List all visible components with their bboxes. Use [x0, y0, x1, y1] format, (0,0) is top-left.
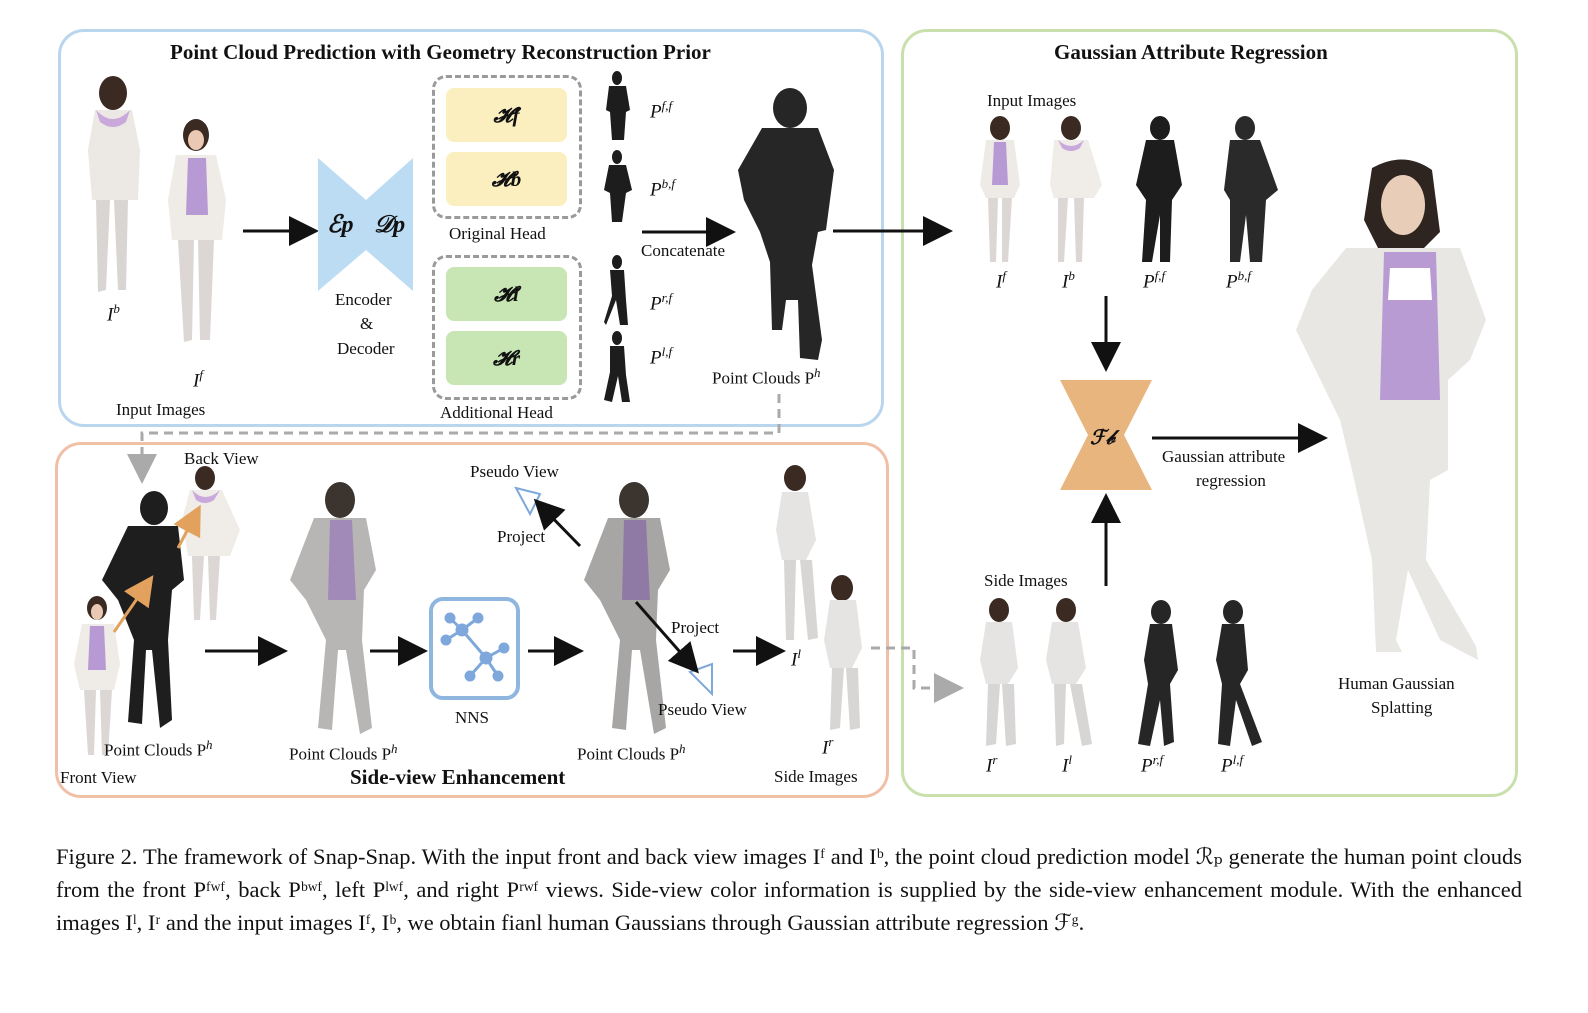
label-pseudo-view-bottom: Pseudo View [658, 700, 747, 719]
figure-caption: Figure 2. The framework of Snap-Snap. Wi… [56, 844, 1522, 935]
pc-thumb-left [604, 331, 630, 402]
label-human-gaussian: Human Gaussian [1338, 674, 1455, 693]
symbol-ir-bottom: Ir [822, 734, 834, 759]
right-input-if [980, 116, 1020, 262]
label-decoder: Decoder [337, 339, 395, 358]
right-side-il [1046, 598, 1092, 746]
right-input-pbf [1224, 116, 1278, 262]
label-project-top: Project [497, 527, 546, 546]
label-side-images-bottom: Side Images [774, 767, 858, 786]
back-view-person [182, 466, 240, 620]
title-side-view-enhancement: Side-view Enhancement [350, 765, 566, 789]
pseudo-view-cone-top [514, 486, 542, 517]
human-gaussian-output [1296, 159, 1486, 660]
right-input-ib [1050, 116, 1102, 262]
symbol-pff: Pf,f [650, 98, 673, 123]
panel-side-view-enhancement [55, 442, 889, 798]
symbol-right-plf: Pl,f [1221, 752, 1244, 777]
panel-point-cloud-prediction [58, 29, 884, 427]
label-point-clouds-ph-2: Point Clouds Ph [289, 741, 398, 764]
label-point-clouds-ph-1: Point Clouds Ph [104, 737, 213, 760]
label-pseudo-view-top: Pseudo View [470, 462, 559, 481]
symbol-right-pff: Pf,f [1143, 268, 1166, 293]
symbol-right-prf: Pr,f [1141, 752, 1164, 777]
pc-thumb-front [606, 71, 630, 140]
label-original-head: Original Head [449, 224, 546, 243]
head-hb: 𝓗b [446, 152, 567, 206]
label-ampersand: & [360, 314, 374, 333]
side-image-il [776, 465, 818, 640]
symbol-right-ir: Ir [986, 752, 998, 777]
point-cloud-ph-bottom-1 [102, 491, 184, 728]
additional-head-group [432, 255, 582, 400]
original-head-group [432, 75, 582, 219]
symbol-if: If [193, 367, 203, 392]
fg-regression-block [1060, 380, 1152, 490]
label-encoder: Encoder [335, 290, 392, 309]
head-hf: 𝓗f [446, 88, 567, 142]
nns-graph-icon [440, 612, 510, 682]
right-side-prf [1138, 600, 1178, 746]
front-view-person [74, 596, 120, 755]
label-side-images-right: Side Images [984, 571, 1068, 590]
input-image-back-person [88, 76, 140, 292]
symbol-fg: ℱ𝒷 [1090, 427, 1115, 449]
input-image-front-person [168, 119, 226, 342]
symbol-right-if: If [996, 268, 1006, 293]
symbol-right-ib: Ib [1062, 268, 1075, 293]
label-project-bottom: Project [671, 618, 720, 637]
symbol-prf: Pr,f [650, 290, 673, 315]
point-cloud-ph-bottom-2 [290, 482, 376, 734]
encoder-decoder-block [318, 158, 413, 291]
symbol-plf: Pl,f [650, 344, 673, 369]
pseudo-view-cone-bottom [688, 662, 713, 697]
pc-thumb-back [604, 150, 632, 222]
right-side-plf [1216, 600, 1262, 746]
title-point-cloud-prediction: Point Cloud Prediction with Geometry Rec… [170, 40, 711, 64]
label-nns: NNS [455, 708, 490, 727]
label-input-images-right: Input Images [987, 91, 1077, 110]
side-image-ir [824, 575, 862, 730]
point-cloud-ph-bottom-3 [584, 482, 670, 734]
label-additional-head: Additional Head [440, 403, 553, 422]
title-gaussian-attribute-regression: Gaussian Attribute Regression [1054, 40, 1328, 64]
symbol-pbf: Pb,f [650, 176, 675, 201]
label-back-view: Back View [184, 449, 259, 468]
right-side-ir [980, 598, 1018, 746]
symbol-right-il: Il [1062, 752, 1072, 777]
head-hl: 𝓗l [446, 267, 567, 321]
symbol-right-pbf: Pb,f [1226, 268, 1251, 293]
head-hr: 𝓗r [446, 331, 567, 385]
point-cloud-ph-large [738, 88, 834, 360]
label-point-clouds-ph-top: Point Clouds Ph [712, 365, 821, 388]
panel-gaussian-attribute-regression [901, 29, 1518, 797]
label-input-images-left: Input Images [116, 400, 206, 419]
label-point-clouds-ph-3: Point Clouds Ph [577, 741, 686, 764]
label-concatenate: Concatenate [641, 241, 726, 260]
pc-thumb-right [604, 255, 628, 325]
right-input-pff [1136, 116, 1182, 262]
symbol-il-bottom: Il [791, 646, 801, 671]
encoder-decoder-symbols: ℰp 𝒟p [327, 212, 406, 238]
label-front-view: Front View [60, 768, 137, 787]
label-splatting: Splatting [1371, 698, 1433, 717]
label-gaussian-attribute: Gaussian attribute [1162, 447, 1286, 466]
label-regression: regression [1196, 471, 1266, 490]
symbol-ib: Ib [107, 301, 120, 326]
